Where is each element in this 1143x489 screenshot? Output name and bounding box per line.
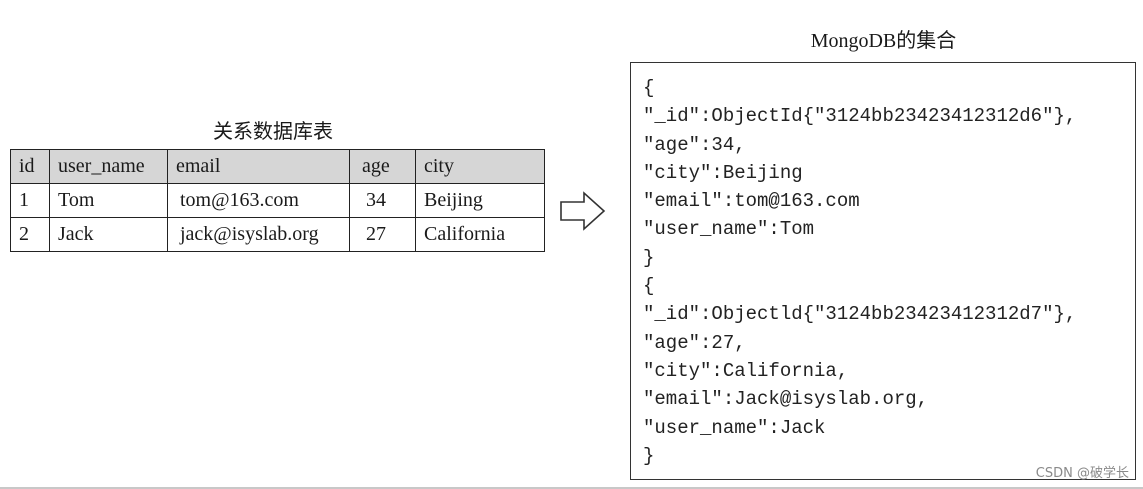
cell-city: Beijing: [415, 183, 545, 218]
code-line: "city":Beijing: [643, 161, 803, 184]
code-line: "email":Jack@isyslab.org,: [643, 388, 929, 411]
mongodb-collection-box: { "_id":ObjectId{"3124bb23423412312d6"},…: [630, 62, 1136, 480]
cell-age: 34: [349, 183, 416, 218]
cell-email: jack@isyslab.org: [167, 217, 350, 252]
header-id: id: [10, 149, 50, 184]
cell-city: California: [415, 217, 545, 252]
code-line: "user_name":Jack: [643, 416, 826, 439]
header-city: city: [415, 149, 545, 184]
cell-user-name: Tom: [49, 183, 168, 218]
table-row: 2 Jack jack@isyslab.org 27 California: [10, 217, 545, 252]
code-line: {: [643, 77, 655, 99]
right-arrow-icon: [560, 191, 606, 231]
cell-age: 27: [349, 217, 416, 252]
header-user-name: user_name: [49, 149, 168, 184]
header-age: age: [349, 149, 416, 184]
bottom-divider: [0, 487, 1143, 489]
relational-table-title: 关系数据库表: [213, 119, 333, 143]
code-line: "age":27,: [643, 331, 746, 354]
code-line: "_id":Objectld{"3124bb23423412312d7"},: [643, 303, 1077, 326]
table-header-row: id user_name email age city: [10, 149, 545, 184]
cell-email: tom@163.com: [167, 183, 350, 218]
cell-user-name: Jack: [49, 217, 168, 252]
table-row: 1 Tom tom@163.com 34 Beijing: [10, 183, 545, 218]
code-line: {: [643, 275, 655, 298]
mongodb-collection-title: MongoDB的集合: [810, 30, 957, 52]
code-line: "age":34,: [643, 133, 746, 156]
code-line: "_id":ObjectId{"3124bb23423412312d6"},: [643, 105, 1077, 128]
relational-table: id user_name email age city 1 Tom tom@16…: [10, 149, 545, 252]
header-email: email: [167, 149, 350, 184]
code-line: }: [643, 444, 655, 467]
cell-id: 1: [10, 183, 50, 218]
code-line: "user_name":Tom: [643, 218, 815, 241]
code-line: }: [643, 246, 655, 269]
code-line: "email":tom@163.com: [643, 190, 860, 213]
mongodb-documents: { "_id":ObjectId{"3124bb23423412312d6"},…: [643, 74, 1076, 470]
code-line: "city":California,: [643, 359, 849, 382]
cell-id: 2: [10, 217, 50, 252]
watermark: CSDN @破学长: [1035, 466, 1129, 481]
